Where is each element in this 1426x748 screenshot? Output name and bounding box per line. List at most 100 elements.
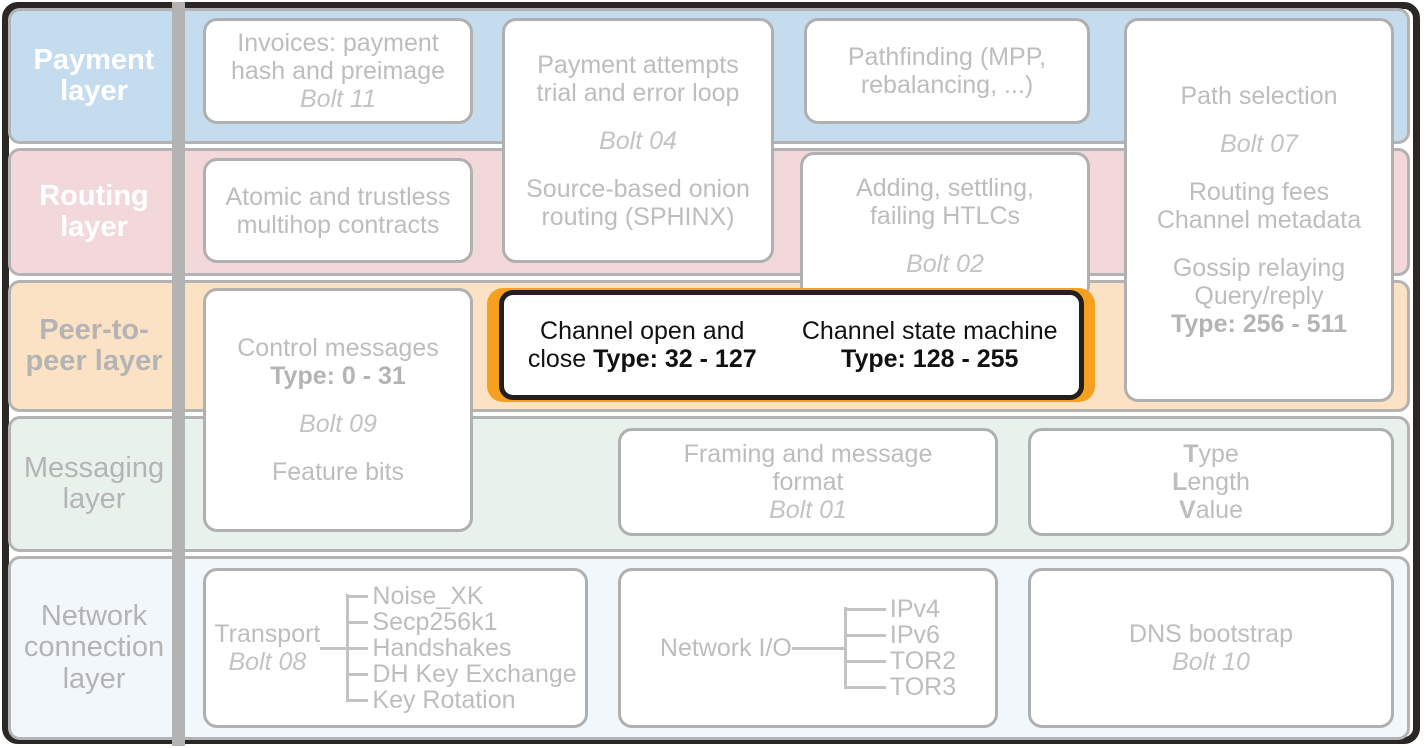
transport-hbar-3 [346, 672, 369, 676]
card-path-selection-line2: Routing fees [1188, 178, 1330, 206]
card-payment-attempts-line1: Payment attempts [537, 50, 739, 79]
card-dns-line1: DNS bootstrap [1129, 620, 1293, 648]
card-framing-line2: format [772, 468, 844, 496]
highlight-left-line1: Channel open [540, 316, 696, 345]
transport-branch-2: Handshakes [346, 635, 576, 661]
card-framing-line1: Framing and message [683, 440, 933, 468]
card-control-messages-line2: Feature bits [271, 458, 404, 486]
card-path-selection: Path selection Bolt 07 Routing fees Chan… [1124, 18, 1394, 402]
highlight-right-type: Type: 128 - 255 [841, 345, 1019, 373]
card-control-messages-type: Type: 0 - 31 [270, 362, 406, 390]
card-transport: Transport Bolt 08 Noise_XK Secp256k1 Han… [203, 568, 588, 728]
card-pathfinding: Pathfinding (MPP, rebalancing, ...) [804, 18, 1090, 124]
layer-label-payment-line1: Payment [33, 43, 155, 76]
transport-branch-3: DH Key Exchange [346, 661, 577, 687]
card-multihop-line1: Atomic and trustless [225, 182, 451, 211]
card-tlv-v-bold: V [1179, 496, 1196, 524]
transport-item-4: Key Rotation [372, 685, 516, 714]
transport-tree: Transport Bolt 08 Noise_XK Secp256k1 Han… [206, 571, 585, 725]
card-payment-attempts-bolt: Bolt 04 [599, 126, 677, 155]
layer-label-network-line1: Network [40, 600, 148, 633]
layer-label-messaging-line2: layer [62, 483, 126, 515]
layer-label-network-line2: connection [23, 631, 165, 664]
transport-hbar-1 [346, 620, 369, 624]
network-io-hbar-1 [843, 633, 886, 637]
layer-label-payment-line2: layer [60, 75, 128, 107]
network-io-branches: IPv4 IPv6 TOR2 TOR3 [843, 594, 957, 701]
transport-label-block: Transport Bolt 08 [214, 620, 320, 676]
network-io-item-2: TOR2 [889, 646, 957, 675]
transport-branch-0: Noise_XK [346, 583, 576, 609]
vertical-separator [172, 2, 185, 746]
layer-label-peer-to-peer: Peer-to- peer layer [19, 283, 169, 409]
layer-label-routing-line2: layer [60, 211, 128, 243]
transport-branch-4: Key Rotation [346, 687, 576, 713]
layer-label-routing-line1: Routing [39, 179, 149, 212]
transport-hbar-0 [346, 594, 369, 598]
transport-branches: Noise_XK Secp256k1 Handshakes DH Key Exc… [346, 583, 577, 713]
card-path-selection-line4: Gossip relaying [1172, 254, 1346, 282]
card-path-selection-line5: Query/reply [1194, 282, 1324, 310]
layer-label-routing: Routing layer [19, 151, 169, 273]
card-dns-bootstrap: DNS bootstrap Bolt 10 [1028, 568, 1394, 728]
card-pathfinding-line2: rebalancing, ...) [860, 71, 1034, 99]
transport-hbar-2 [346, 646, 369, 650]
card-htlcs-line2: failing HTLCs [869, 202, 1021, 230]
card-path-selection-bolt: Bolt 07 [1220, 130, 1298, 158]
card-tlv-v-rest: alue [1195, 496, 1243, 524]
transport-vbar [346, 594, 350, 702]
highlight-left-line2: and close [527, 316, 745, 374]
layer-label-payment: Payment layer [19, 11, 169, 141]
card-invoices-line1: Invoices: payment [237, 29, 439, 57]
network-io-label-block: Network I/O [660, 634, 792, 662]
transport-item-1: Secp256k1 [372, 607, 498, 636]
network-io-branch-3: TOR3 [843, 672, 957, 701]
transport-bolt: Bolt 08 [228, 648, 307, 676]
network-io-label: Network I/O [659, 634, 792, 662]
layer-label-messaging-line1: Messaging [23, 451, 165, 484]
network-io-branch-1: IPv6 [843, 620, 956, 649]
layer-label-p2p-line2: peer layer [25, 345, 163, 377]
card-path-selection-line3: Channel metadata [1156, 206, 1362, 234]
card-control-messages: Control messages Type: 0 - 31 Bolt 09 Fe… [203, 288, 473, 532]
layer-label-p2p-line1: Peer-to- [39, 313, 149, 346]
card-payment-attempts-line4: routing (SPHINX) [541, 202, 735, 231]
highlight-left-column: Channel open and close Type: 32 - 127 [504, 317, 780, 374]
transport-hbar-4 [346, 698, 369, 702]
network-io-hbar-3 [843, 685, 886, 689]
network-io-tree: Network I/O IPv4 IPv6 TOR2 TOR3 [621, 571, 995, 725]
network-io-vbar [843, 607, 847, 689]
network-io-stem [791, 646, 844, 650]
card-tlv-l-bold: L [1172, 468, 1188, 496]
card-tlv-l-rest: ength [1187, 468, 1250, 496]
card-channel-highlight[interactable]: Channel open and close Type: 32 - 127 Ch… [499, 290, 1084, 400]
transport-branch-1: Secp256k1 [346, 609, 576, 635]
card-multihop-line2: multihop contracts [236, 210, 440, 239]
card-framing-bolt: Bolt 01 [769, 496, 847, 524]
card-htlcs-line1: Adding, settling, [856, 174, 1034, 202]
card-path-selection-type: Type: 256 - 511 [1170, 310, 1348, 338]
transport-stem [320, 646, 347, 650]
network-io-item-1: IPv6 [889, 620, 940, 649]
card-tlv-value: Value [1179, 496, 1243, 524]
card-multihop-contracts: Atomic and trustless multihop contracts [203, 158, 473, 263]
card-invoices-bolt: Bolt 11 [300, 85, 376, 113]
network-io-item-0: IPv4 [889, 594, 940, 623]
card-pathfinding-line1: Pathfinding (MPP, [847, 43, 1047, 71]
layer-label-network-line3: layer [62, 662, 126, 695]
card-tlv-t-bold: T [1183, 440, 1199, 468]
layer-label-network-connection: Network connection layer [19, 559, 169, 737]
card-control-messages-line1: Control messages [237, 334, 439, 362]
card-htlcs: Adding, settling, failing HTLCs Bolt 02 [800, 152, 1090, 300]
card-control-messages-bolt: Bolt 09 [299, 410, 377, 438]
network-io-branch-2: TOR2 [843, 646, 957, 675]
card-tlv: Type Length Value [1028, 428, 1394, 536]
network-io-item-3: TOR3 [889, 672, 957, 701]
highlight-left-type: Type: 32 - 127 [593, 345, 757, 373]
card-payment-attempts-line2: trial and error loop [536, 78, 740, 107]
transport-item-0: Noise_XK [372, 581, 484, 610]
layer-label-messaging: Messaging layer [19, 419, 169, 549]
card-payment-attempts: Payment attempts trial and error loop Bo… [502, 18, 774, 263]
card-invoices-line2: hash and preimage [230, 57, 446, 85]
